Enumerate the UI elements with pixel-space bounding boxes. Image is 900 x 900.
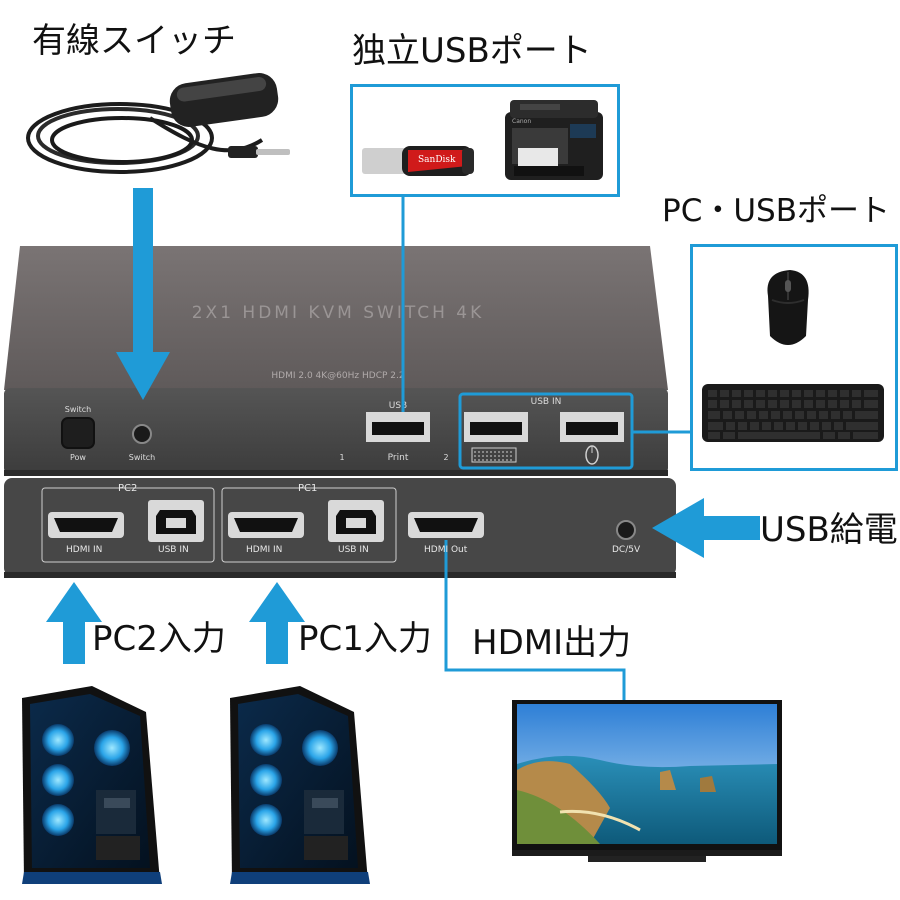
arrow-pc2-input	[63, 618, 85, 664]
pc2-usb-in-label: USB IN	[158, 545, 189, 555]
pc1-tower-icon	[230, 686, 370, 884]
arrows	[46, 188, 760, 664]
pc1-group-label: PC1	[298, 483, 318, 494]
callout-wired-switch: 有線スイッチ	[32, 21, 236, 61]
callout-independent-usb: 独立USBポート	[352, 31, 592, 71]
keyboard-small-icon	[471, 447, 517, 463]
usb-label: USB	[389, 401, 407, 411]
device-spec: HDMI 2.0 4K@60Hz HDCP 2.2	[271, 371, 404, 381]
device-title: 2X1 HDMI KVM SWITCH 4K	[192, 303, 485, 323]
pc1-hdmi-in-label: HDMI IN	[246, 545, 283, 555]
connector-lines	[401, 197, 690, 700]
callout-pc-usb: PC・USBポート	[662, 193, 890, 229]
callout-pc2-input: PC2入力	[92, 619, 226, 659]
switch-bottom-label: Pow	[70, 453, 86, 462]
callout-usb-power: USB給電	[760, 510, 898, 550]
callout-hdmi-output: HDMI出力	[472, 623, 632, 663]
mouse-icon	[767, 270, 809, 345]
dc-label: DC/5V	[612, 545, 641, 555]
arrow-pc1-input	[266, 618, 288, 664]
monitor-icon	[512, 700, 782, 862]
hdmi-out-label: HDMI Out	[424, 545, 468, 555]
num-1-label: 1	[339, 453, 344, 462]
pc1-usb-in-label: USB IN	[338, 545, 369, 555]
usb-stick-icon	[362, 146, 474, 176]
printer-brand: Canon	[512, 118, 531, 125]
pc2-hdmi-in-label: HDMI IN	[66, 545, 103, 555]
switch-jack	[132, 424, 152, 444]
dc-jack	[616, 520, 636, 540]
print-label: Print	[388, 453, 409, 463]
usb-in-label: USB IN	[531, 397, 562, 407]
num-2-label: 2	[443, 453, 448, 462]
callout-pc1-input: PC1入力	[298, 619, 432, 659]
pc2-tower-icon	[22, 686, 162, 884]
mouse-small-icon	[585, 445, 599, 465]
arrow-wired-switch	[133, 188, 153, 356]
keyboard-icon	[702, 384, 884, 442]
wired-switch-cable-icon	[26, 73, 290, 174]
usb-stick-brand: SanDisk	[418, 155, 456, 165]
power-switch-button	[61, 417, 95, 449]
pc2-group-label: PC2	[118, 483, 138, 494]
arrow-usb-power	[700, 516, 760, 540]
switch-top-label: Switch	[65, 405, 91, 414]
jack-label: Switch	[129, 453, 155, 462]
printer-icon	[505, 100, 603, 180]
